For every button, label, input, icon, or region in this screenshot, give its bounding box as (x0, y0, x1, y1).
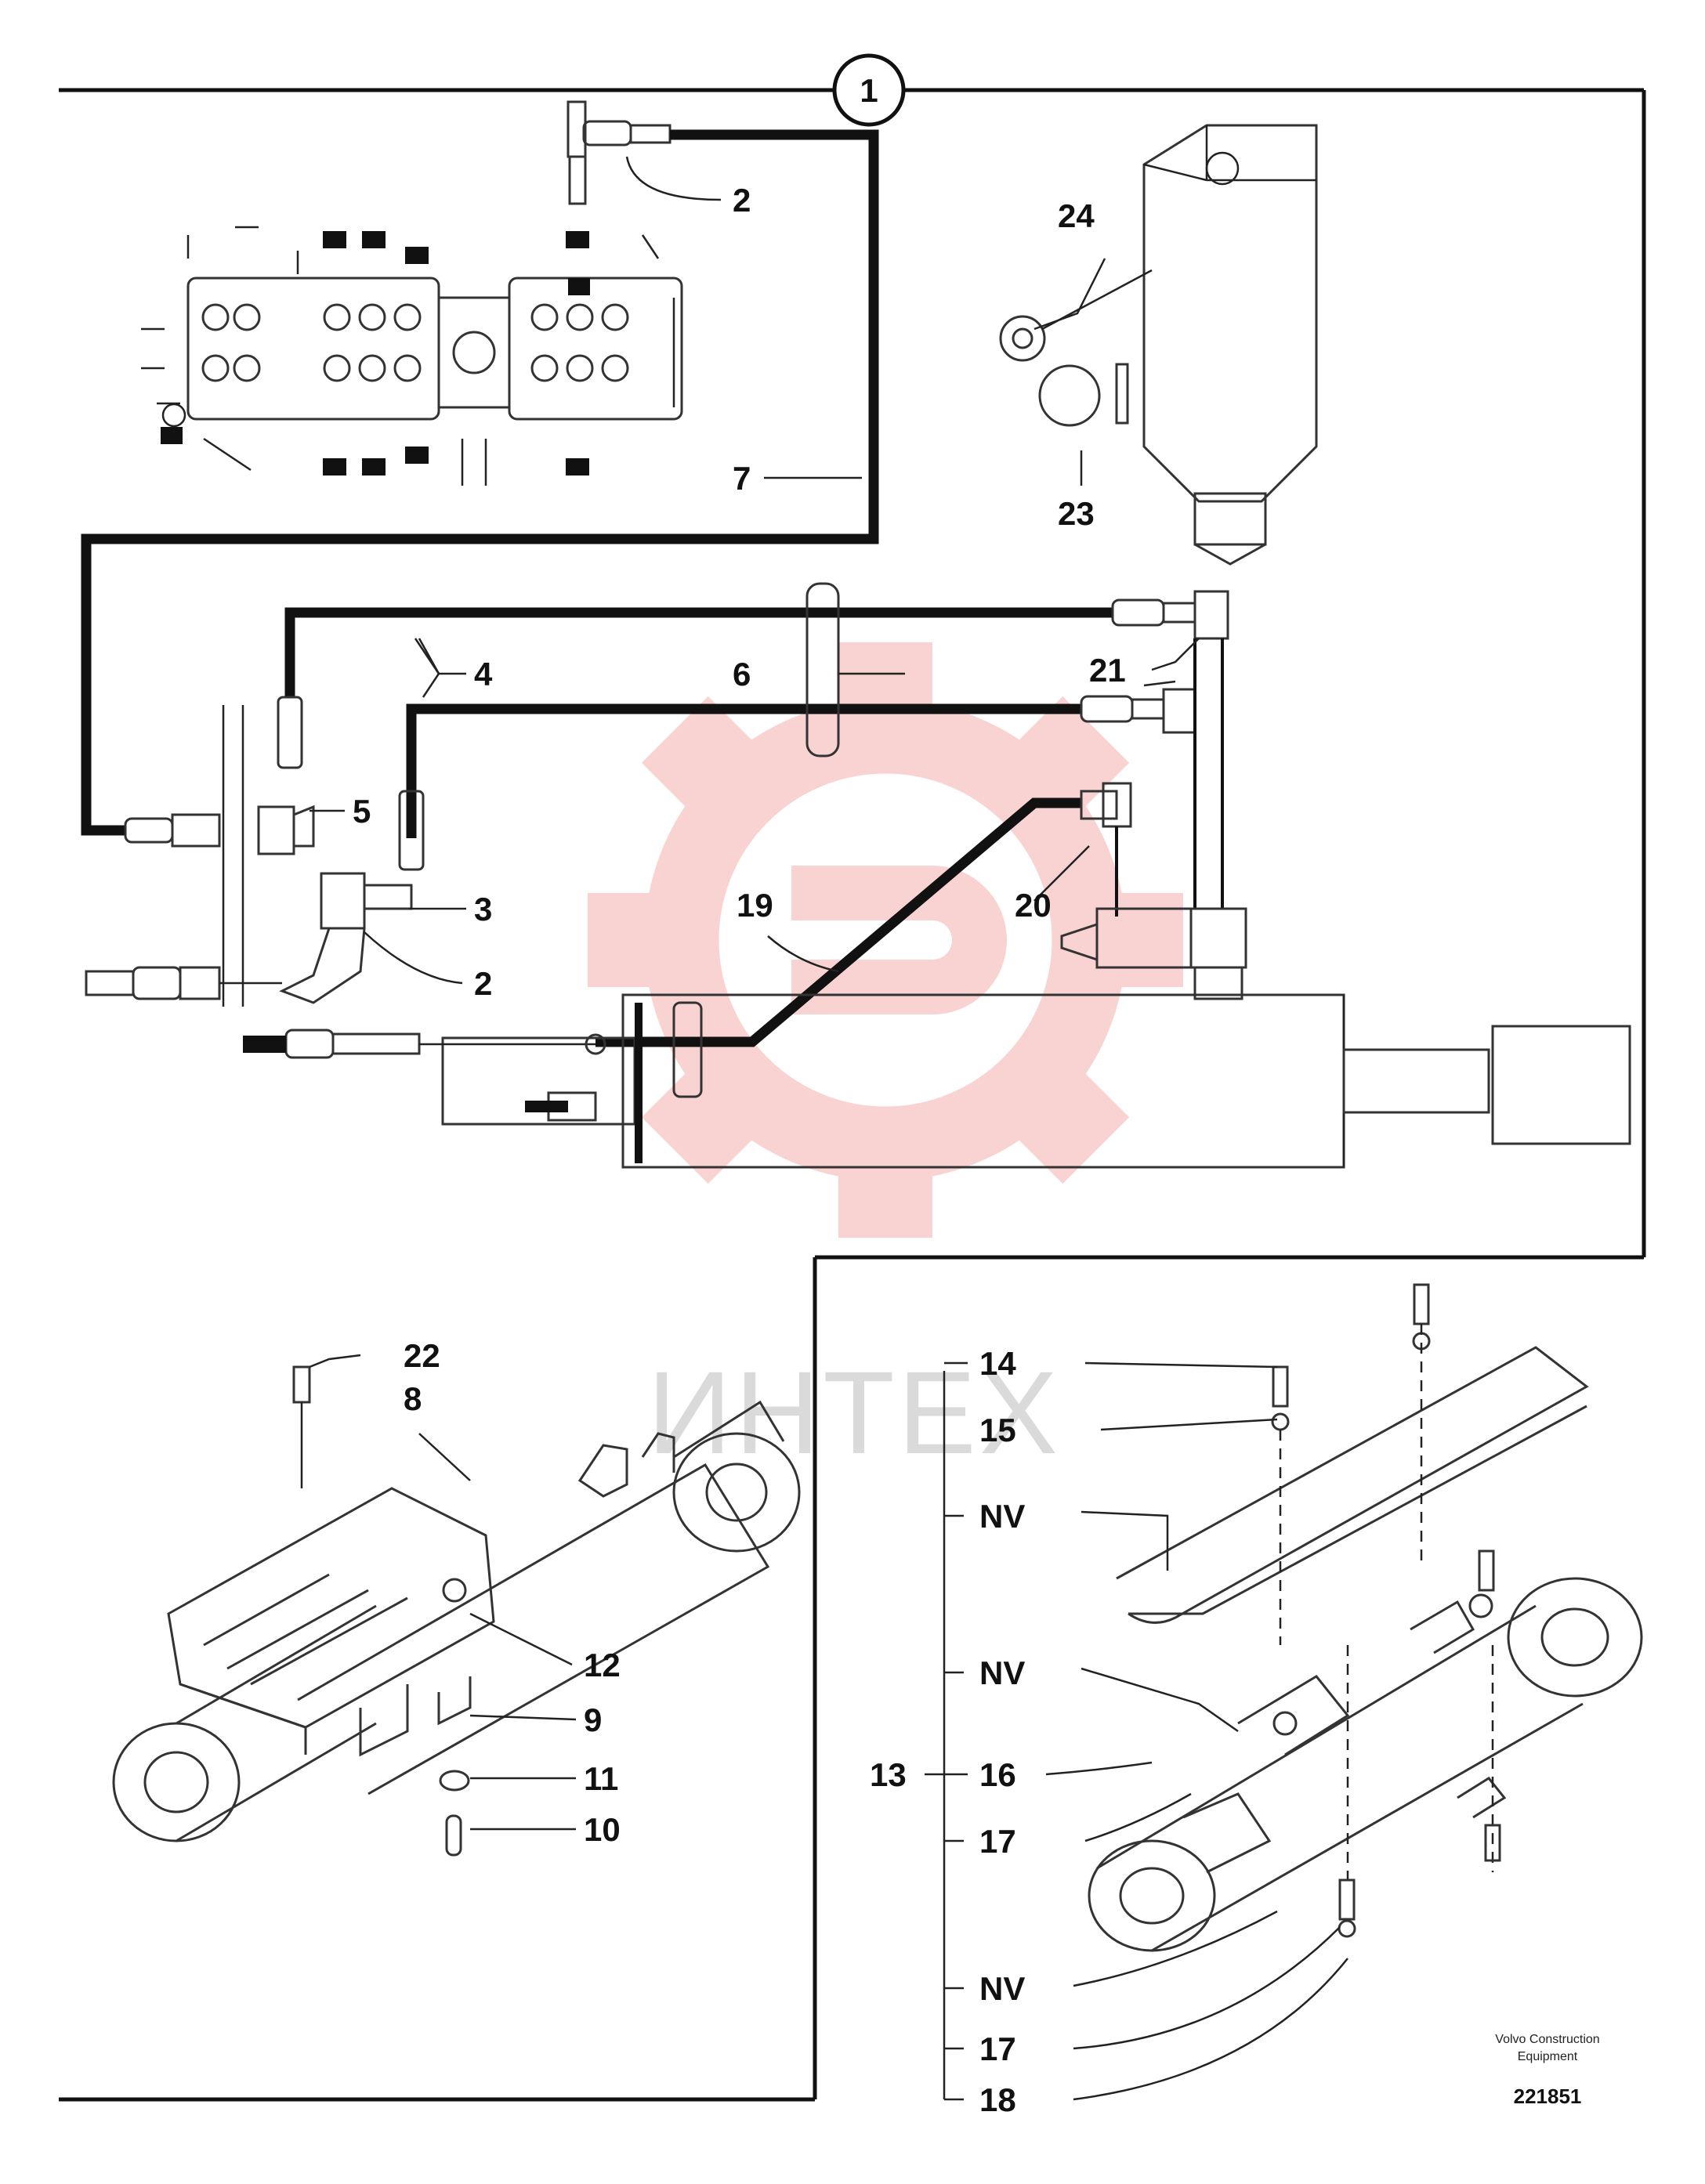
cylinder-assembly-left (112, 1365, 801, 1857)
callout-6: 6 (733, 656, 751, 692)
callout-1: 1 (832, 53, 906, 127)
callout-2-top: 2 (733, 182, 751, 219)
callout-3: 3 (474, 891, 492, 927)
callout-9: 9 (584, 1701, 602, 1738)
control-valve-block (141, 226, 683, 486)
callout-14: 14 (979, 1345, 1016, 1382)
leader-lines (309, 156, 1348, 2101)
hose-7 (81, 129, 879, 836)
callout-16: 16 (979, 1756, 1016, 1793)
callout-22: 22 (404, 1337, 440, 1374)
hose-19-fittings (1080, 638, 1224, 917)
callout-15: 15 (979, 1412, 1016, 1448)
cylinder-assembly-right (1088, 1283, 1643, 1952)
callout-18: 18 (979, 2081, 1016, 2118)
callout-20: 20 (1015, 887, 1052, 924)
callout-1-label: 1 (860, 72, 878, 109)
watermark-logo (588, 642, 1183, 1238)
callout-12: 12 (584, 1647, 621, 1683)
pressure-switch (999, 124, 1318, 566)
tube-6 (805, 582, 840, 758)
callout-23: 23 (1058, 495, 1095, 532)
footer-caption: Volvo Construction Equipment 221851 (1495, 2033, 1599, 2108)
callout-nv-2: NV (979, 1654, 1025, 1691)
callout-11: 11 (584, 1760, 618, 1797)
callout-21: 21 (1089, 652, 1126, 689)
callout-13: 13 (870, 1756, 907, 1793)
fitting-top (567, 100, 672, 205)
frame-lines (59, 88, 1646, 2102)
callout-10: 10 (584, 1811, 621, 1848)
callout-nv-3: NV (979, 1970, 1025, 2007)
drawing-code: 221851 (1514, 2085, 1582, 2108)
callout-5: 5 (353, 793, 371, 830)
callout-2-bottom: 2 (474, 965, 492, 1002)
callout-24: 24 (1058, 197, 1095, 234)
watermark-text: ИНТЕХ (647, 1347, 1061, 1478)
valve-20 (1060, 907, 1247, 1000)
callout-17-b: 17 (979, 2030, 1016, 2067)
callout-labels: 2 24 23 7 4 6 21 5 3 2 19 20 22 8 12 9 1… (353, 182, 1126, 2118)
caption-line-1: Volvo Construction (1495, 2033, 1599, 2046)
callout-7: 7 (733, 460, 751, 497)
callout-19: 19 (737, 887, 773, 924)
callout-17-a: 17 (979, 1823, 1016, 1860)
caption-line-2: Equipment (1518, 2050, 1578, 2063)
callout-8: 8 (404, 1380, 422, 1417)
callout-nv-1: NV (979, 1498, 1025, 1535)
hydraulic-cylinder-main (243, 993, 1631, 1169)
callout-4: 4 (474, 656, 493, 692)
hose-ends-left (85, 696, 425, 1007)
